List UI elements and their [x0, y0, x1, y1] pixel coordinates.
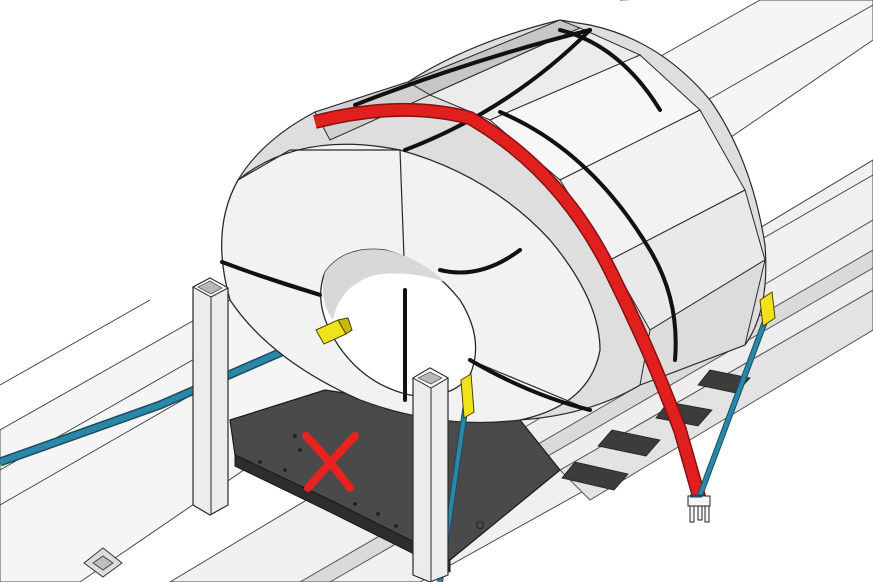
coil-band	[558, 28, 662, 112]
steel-coil	[220, 19, 767, 424]
coil-band	[353, 28, 592, 107]
tensioner-icon	[687, 495, 711, 523]
dunnage-strip	[597, 429, 661, 457]
lashing-right	[690, 306, 773, 498]
mid-right-edge	[759, 174, 873, 241]
coil-facet-bottom-right	[639, 258, 766, 386]
coil-bore-shadow	[322, 249, 445, 320]
coil-band	[403, 28, 592, 152]
post-left	[191, 277, 230, 516]
clamp-right	[759, 291, 776, 327]
cross-mark-icon	[302, 432, 359, 492]
floor-socket-inner	[92, 555, 114, 571]
cradle-plate-side	[234, 454, 451, 573]
red-strap	[313, 102, 711, 523]
coil-band	[438, 248, 522, 275]
clamp-front	[460, 373, 475, 419]
upper-right-edge	[689, 4, 873, 111]
plate-holes	[258, 434, 484, 529]
coil-band	[468, 358, 592, 412]
left-rail-edge-2	[0, 389, 201, 506]
coil-band	[498, 110, 678, 362]
dunnage-strip	[561, 461, 629, 491]
clamp-left	[315, 317, 353, 345]
coil-bands	[220, 28, 678, 412]
deck-seam	[0, 299, 151, 386]
post-front	[411, 367, 450, 582]
coil-band	[220, 260, 322, 297]
